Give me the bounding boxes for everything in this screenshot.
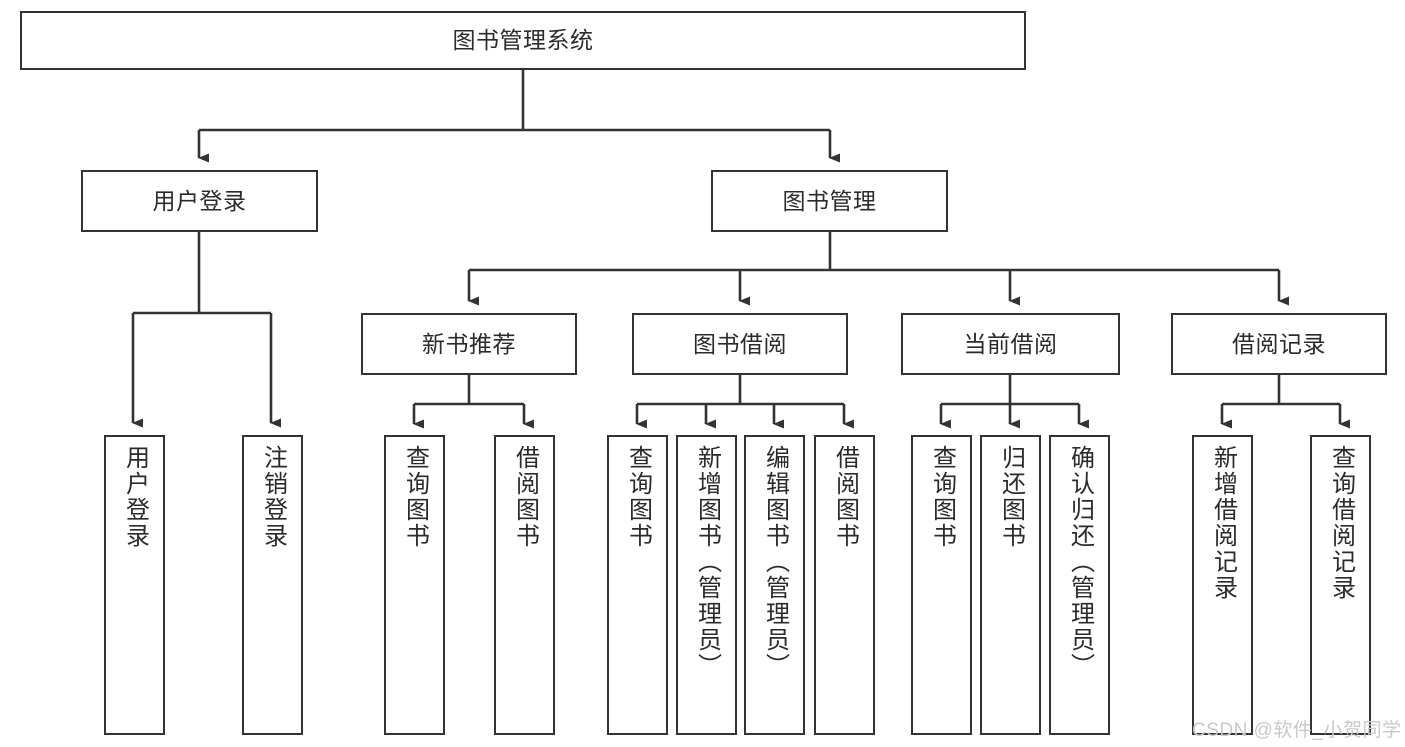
node-label: 确认归还（管理员） bbox=[1066, 445, 1094, 679]
node-label: 编辑图书（管理员） bbox=[761, 445, 789, 679]
leaf-query-borrow-record[interactable]: 查询借阅记录 bbox=[1310, 435, 1371, 735]
node-label: 借阅图书 bbox=[831, 445, 859, 549]
node-label: 新增借阅记录 bbox=[1209, 445, 1237, 601]
node-label: 当前借阅 bbox=[963, 330, 1058, 357]
node-label: 图书管理系统 bbox=[452, 27, 594, 54]
leaf-query-book-borrow[interactable]: 查询图书 bbox=[607, 435, 668, 735]
node-label: 查询图书 bbox=[928, 445, 956, 549]
leaf-add-borrow-record[interactable]: 新增借阅记录 bbox=[1192, 435, 1253, 735]
node-label: 用户登录 bbox=[152, 187, 247, 214]
csdn-watermark: CSDN @软件_小贺同学 bbox=[1192, 720, 1402, 741]
node-label: 注销登录 bbox=[259, 445, 287, 549]
node-book-manage[interactable]: 图书管理 bbox=[711, 170, 948, 232]
node-label: 查询图书 bbox=[401, 445, 429, 549]
node-label: 借阅图书 bbox=[511, 445, 539, 549]
leaf-query-book-current[interactable]: 查询图书 bbox=[911, 435, 972, 735]
node-book-borrow[interactable]: 图书借阅 bbox=[632, 313, 848, 375]
node-label: 借阅记录 bbox=[1232, 330, 1326, 357]
leaf-edit-book[interactable]: 编辑图书（管理员） bbox=[744, 435, 805, 735]
leaf-confirm-return[interactable]: 确认归还（管理员） bbox=[1049, 435, 1110, 735]
node-new-book-recommend[interactable]: 新书推荐 bbox=[361, 313, 577, 375]
leaf-user-login[interactable]: 用户登录 bbox=[104, 435, 165, 735]
leaf-borrow-book-recommend[interactable]: 借阅图书 bbox=[494, 435, 555, 735]
node-label: 图书管理 bbox=[782, 187, 877, 214]
leaf-add-book[interactable]: 新增图书（管理员） bbox=[676, 435, 737, 735]
node-label: 图书借阅 bbox=[693, 330, 787, 357]
node-label: 新增图书（管理员） bbox=[693, 445, 721, 679]
node-user-login[interactable]: 用户登录 bbox=[81, 170, 318, 232]
node-label: 归还图书 bbox=[997, 445, 1025, 549]
node-label: 查询借阅记录 bbox=[1327, 445, 1355, 601]
leaf-query-book-recommend[interactable]: 查询图书 bbox=[384, 435, 445, 735]
leaf-return-book[interactable]: 归还图书 bbox=[980, 435, 1041, 735]
node-label: 新书推荐 bbox=[422, 330, 516, 357]
leaf-logout-login[interactable]: 注销登录 bbox=[242, 435, 303, 735]
node-label: 查询图书 bbox=[624, 445, 652, 549]
node-book-management-system[interactable]: 图书管理系统 bbox=[20, 11, 1026, 70]
node-label: 用户登录 bbox=[121, 445, 149, 549]
node-current-borrow[interactable]: 当前借阅 bbox=[901, 313, 1120, 375]
node-borrow-record[interactable]: 借阅记录 bbox=[1171, 313, 1387, 375]
leaf-borrow-book[interactable]: 借阅图书 bbox=[814, 435, 875, 735]
